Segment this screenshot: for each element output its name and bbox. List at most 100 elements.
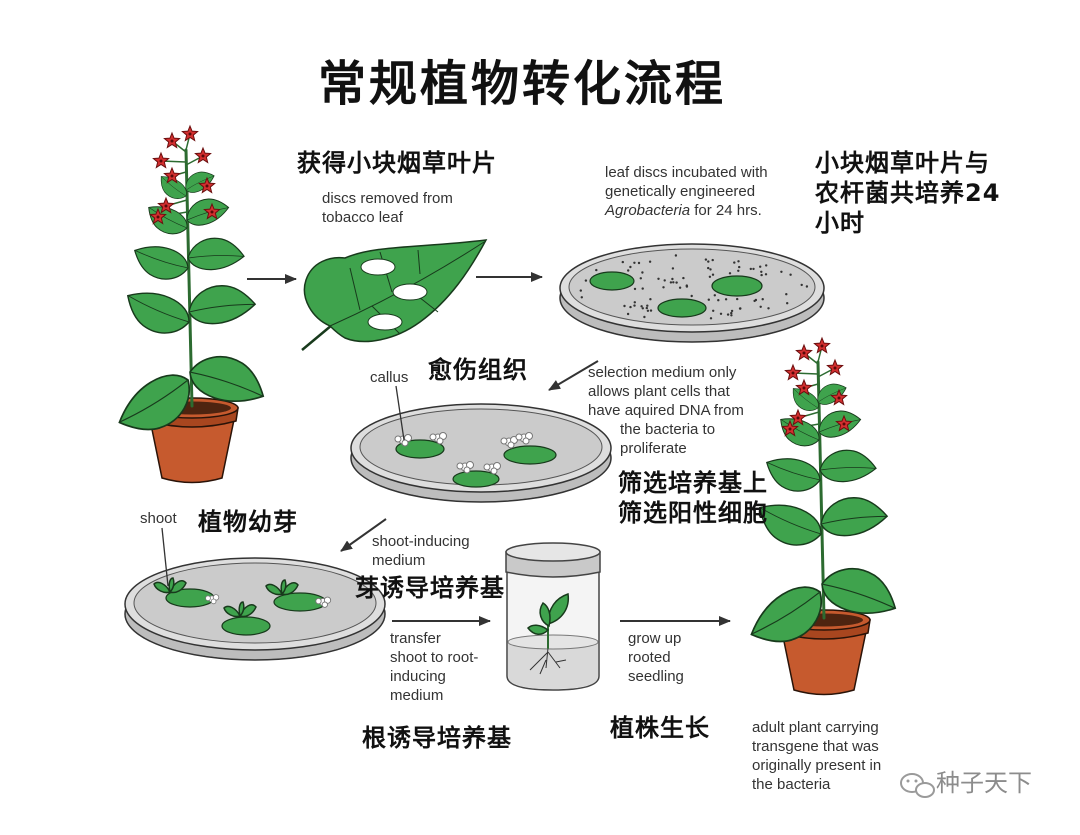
selection-desc-line: allows plant cells that bbox=[588, 383, 730, 400]
root-induction-description: transfer shoot to root- inducing medium bbox=[390, 629, 478, 705]
growth-desc-line: rooted bbox=[628, 649, 671, 666]
bacteria-dot bbox=[579, 289, 582, 292]
cocultivation-label-line: 小块烟草叶片与 bbox=[815, 149, 990, 177]
bacteria-dot bbox=[672, 281, 675, 284]
callus-pointer-line bbox=[395, 385, 405, 441]
bacteria-dot bbox=[739, 307, 742, 310]
bacteria-dot bbox=[786, 302, 789, 305]
bacteria-dot bbox=[645, 306, 648, 310]
bacteria-dot bbox=[643, 315, 646, 319]
root-induction-desc-line: transfer bbox=[390, 630, 441, 647]
selection-description: selection medium only allows plant cells… bbox=[588, 363, 744, 458]
bacteria-dot bbox=[707, 260, 710, 263]
shoot-label-zh: 植物幼芽 bbox=[198, 508, 298, 536]
bacteria-dot bbox=[671, 267, 675, 270]
leaf-discs-description: discs removed from tobacco leaf bbox=[322, 189, 453, 227]
cocultivation-label-zh: 小块烟草叶片与 农杆菌共培养24 小时 bbox=[815, 148, 1000, 238]
adult-plant-desc-line: transgene that was bbox=[752, 738, 879, 755]
arrow-to-shoot-induction bbox=[340, 518, 387, 552]
adult-plant-description: adult plant carrying transgene that was … bbox=[752, 718, 881, 794]
growth-desc-line: grow up bbox=[628, 630, 682, 647]
bacteria-dot bbox=[682, 276, 685, 280]
bacteria-dot bbox=[633, 287, 637, 291]
bacteria-dot bbox=[733, 261, 736, 264]
bacteria-dot bbox=[789, 273, 792, 276]
bacteria-dot bbox=[759, 265, 762, 268]
bacteria-dot bbox=[690, 294, 693, 298]
rooted-seedling bbox=[527, 593, 570, 675]
bacteria-dot bbox=[765, 264, 768, 267]
bacteria-dot bbox=[669, 281, 673, 284]
bacteria-dot bbox=[662, 286, 665, 289]
bacteria-dot bbox=[646, 309, 650, 312]
selection-desc-line: the bacteria to bbox=[620, 421, 716, 438]
bacteria-dot bbox=[671, 277, 674, 281]
bacteria-dot bbox=[780, 270, 783, 273]
selection-label-zh: 筛选培养基上 筛选阳性细胞 bbox=[618, 468, 768, 528]
root-induction-desc-line: shoot to root- bbox=[390, 649, 479, 666]
cocultivation-description: leaf discs incubated with genetically en… bbox=[605, 163, 768, 220]
bacteria-dot bbox=[764, 273, 768, 276]
bacteria-dot bbox=[621, 260, 624, 264]
leaf-disc-hole bbox=[360, 258, 396, 276]
bacteria-dot bbox=[707, 266, 710, 270]
leaf-disc-hole bbox=[392, 283, 428, 301]
leaf-disc bbox=[657, 298, 707, 318]
bacteria-dot bbox=[761, 298, 764, 301]
arrow-to-selection bbox=[548, 360, 599, 391]
bacteria-dot bbox=[767, 307, 770, 310]
leaf-disc bbox=[589, 271, 635, 291]
bacteria-dot bbox=[623, 304, 626, 308]
bacteria-dot bbox=[730, 311, 733, 315]
bacteria-dot bbox=[709, 268, 712, 271]
selection-label-line: 筛选培养基上 bbox=[618, 469, 768, 497]
page-title: 常规植物转化流程 bbox=[318, 56, 727, 112]
bacteria-dot bbox=[678, 286, 682, 289]
bacteria-dot bbox=[637, 261, 641, 265]
agrobacteria-term: Agrobacteria bbox=[605, 202, 691, 219]
leaf-discs-desc-line: discs removed from bbox=[322, 190, 453, 207]
wechat-icon bbox=[900, 773, 935, 798]
bacteria-dot bbox=[760, 273, 763, 277]
bacteria-dot bbox=[728, 272, 732, 275]
bacteria-dot bbox=[704, 258, 708, 261]
bacteria-dot bbox=[712, 309, 715, 312]
shoot-induction-desc-line: shoot-inducing bbox=[372, 533, 470, 550]
bacteria-dot bbox=[633, 304, 636, 307]
leaf-disc bbox=[452, 470, 500, 488]
cocultivation-label-line: 小时 bbox=[815, 209, 865, 237]
bacteria-dot bbox=[663, 279, 666, 282]
bacteria-dot bbox=[657, 277, 660, 280]
growth-desc-line: seedling bbox=[628, 668, 684, 685]
watermark-text: 种子天下 bbox=[936, 769, 1032, 797]
selection-label-line: 筛选阳性细胞 bbox=[618, 499, 768, 527]
shoot-pointer-line bbox=[161, 527, 169, 587]
shoot-induction-desc-line: medium bbox=[372, 552, 426, 569]
growth-label-zh: 植株生长 bbox=[610, 714, 710, 742]
culture-jar bbox=[505, 542, 601, 691]
bacteria-dot bbox=[675, 281, 678, 284]
bacteria-dot bbox=[754, 298, 758, 302]
bacteria-dot bbox=[713, 294, 716, 297]
leaf-disc bbox=[221, 616, 271, 636]
bacteria-dot bbox=[717, 299, 720, 302]
bacteria-dot bbox=[707, 298, 710, 301]
bacteria-dot bbox=[737, 260, 740, 263]
bacteria-dot bbox=[633, 301, 636, 304]
bacteria-dot bbox=[749, 267, 752, 271]
shoot-label: shoot bbox=[140, 510, 177, 527]
cocultivation-label-line: 农杆菌共培养24 bbox=[815, 179, 1001, 207]
bacteria-dot bbox=[724, 298, 728, 301]
root-medium-label-zh: 根诱导培养基 bbox=[362, 724, 512, 752]
petri-dish-cocultivation bbox=[559, 243, 825, 343]
agrobacteria-dots bbox=[579, 254, 809, 320]
selection-desc-line: have aquired DNA from bbox=[588, 402, 744, 419]
leaf-disc-hole bbox=[367, 313, 403, 331]
leaf-disc bbox=[711, 275, 763, 297]
bacteria-dot bbox=[639, 277, 642, 280]
adult-plant-desc-line: adult plant carrying bbox=[752, 719, 879, 736]
root-induction-desc-line: inducing bbox=[390, 668, 446, 685]
bacteria-dot bbox=[760, 270, 763, 273]
bacteria-dot bbox=[626, 312, 630, 316]
